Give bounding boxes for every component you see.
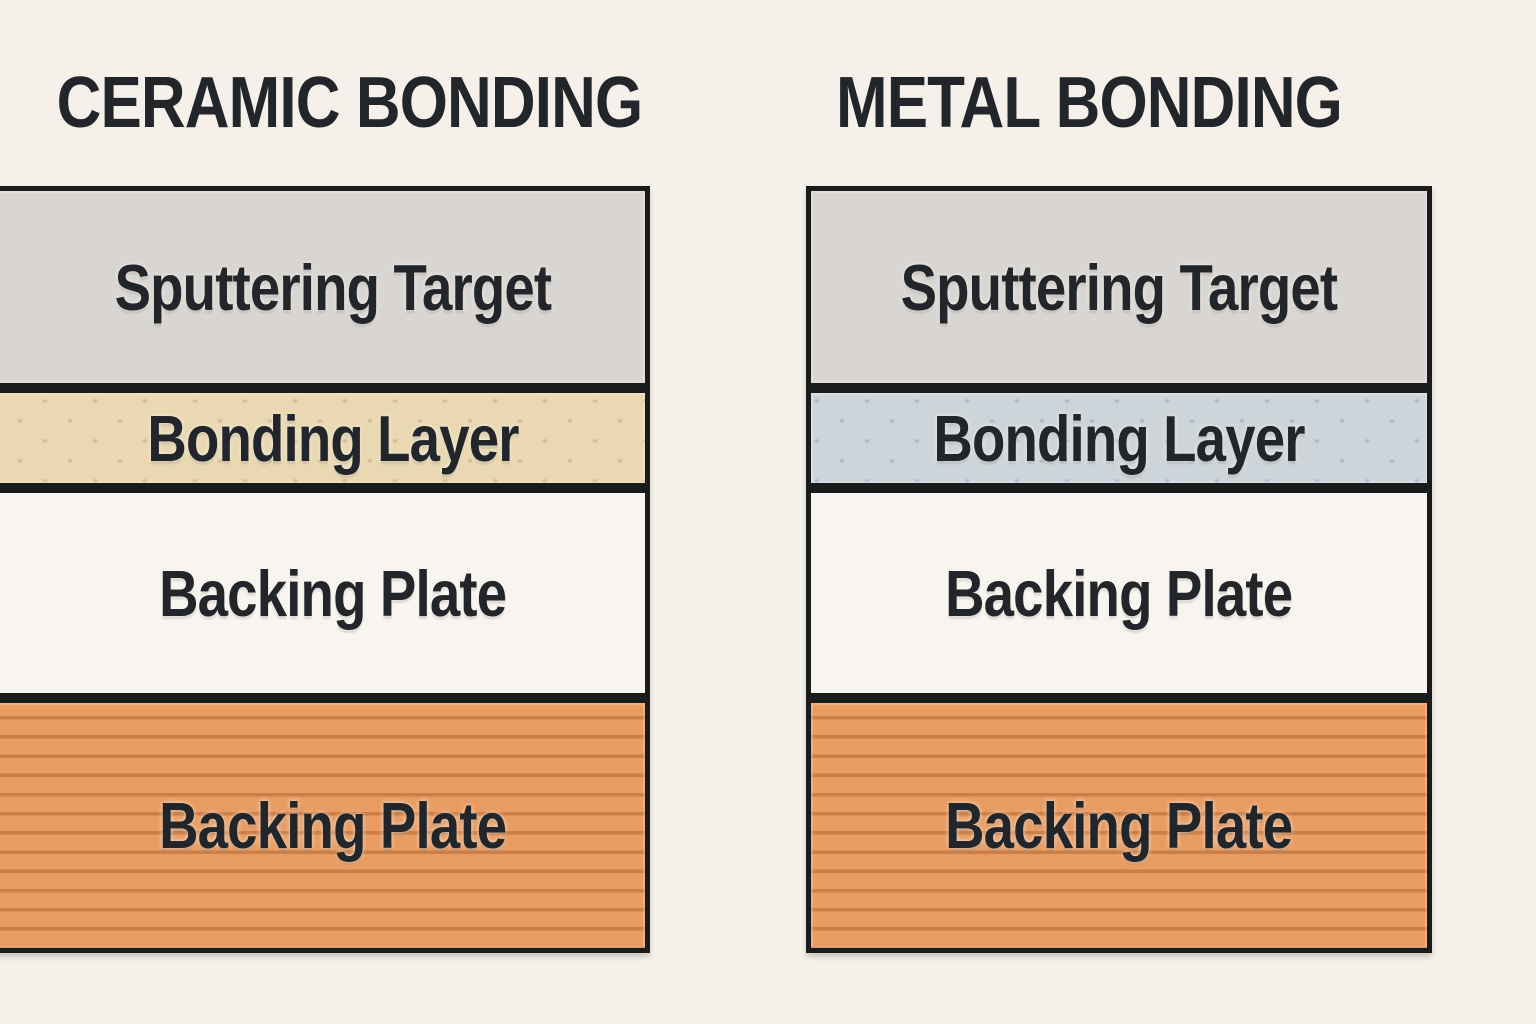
ceramic-layer-bonding-layer: Bonding Layer: [0, 388, 650, 488]
metal-layer-backing-plate-base: Backing Plate: [806, 698, 1432, 953]
layer-label: Backing Plate: [159, 789, 507, 862]
layer-label: Backing Plate: [945, 556, 1293, 630]
metal-bonding-stack: Sputtering Target Bonding Layer Backing …: [806, 186, 1432, 953]
metal-layer-sputtering-target: Sputtering Target: [806, 186, 1432, 388]
layer-label: Bonding Layer: [933, 401, 1305, 475]
metal-layer-backing-plate: Backing Plate: [806, 488, 1432, 698]
metal-layer-bonding-layer: Bonding Layer: [806, 388, 1432, 488]
layer-label: Sputtering Target: [900, 250, 1339, 324]
ceramic-layer-backing-plate: Backing Plate: [0, 488, 650, 698]
ceramic-layer-sputtering-target: Sputtering Target: [0, 186, 650, 388]
layer-label: Bonding Layer: [147, 401, 519, 475]
ceramic-bonding-stack: Sputtering Target Bonding Layer Backing …: [0, 186, 650, 953]
layer-label: Backing Plate: [159, 556, 507, 630]
ceramic-bonding-title: CERAMIC BONDING: [56, 63, 644, 143]
metal-bonding-title: METAL BONDING: [836, 63, 1343, 143]
layer-label: Sputtering Target: [114, 250, 553, 324]
layer-label: Backing Plate: [945, 789, 1293, 862]
ceramic-layer-backing-plate-base: Backing Plate: [0, 698, 650, 953]
